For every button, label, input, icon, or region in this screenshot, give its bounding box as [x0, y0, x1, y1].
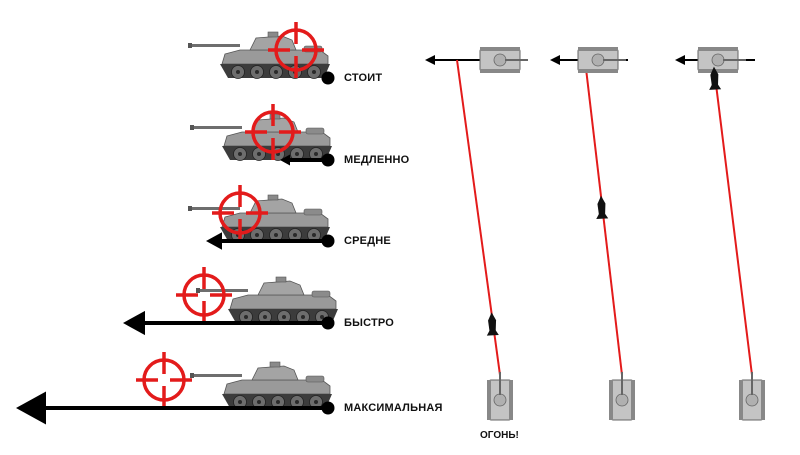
speed-arrow-1 — [280, 153, 335, 167]
tank-side-icon-4 — [190, 361, 332, 409]
shell-icon-0 — [486, 312, 499, 336]
speed-arrow-2 — [206, 232, 335, 250]
trajectory-line — [712, 59, 753, 376]
tank-top-view-icon-target-1 — [577, 47, 626, 73]
crosshair-icon-2 — [212, 185, 268, 241]
fire-label: ОГОНЬ! — [480, 430, 519, 441]
scenario-0 — [425, 55, 518, 376]
speed-label-stationary: СТОИТ — [344, 72, 383, 84]
speed-label-slow: МЕДЛЕННО — [344, 154, 410, 166]
speed-arrow-0 — [321, 71, 335, 85]
scenario-1 — [550, 55, 628, 376]
speed-arrow-4 — [16, 391, 335, 425]
crosshair-icon-1 — [245, 104, 301, 160]
crosshair-icon-4 — [136, 352, 192, 408]
tank-top-view-icon-shooter-2 — [739, 372, 765, 421]
tank-side-icon-3 — [196, 276, 338, 324]
shell-icon-2 — [709, 66, 722, 90]
tank-side-icon-1 — [190, 113, 332, 161]
scenario-2 — [675, 55, 755, 376]
speed-label-fast: БЫСТРО — [344, 317, 395, 329]
shell-icon-1 — [596, 195, 609, 220]
speed-arrow-3 — [123, 310, 335, 336]
tank-top-view-icon-target-2 — [697, 47, 746, 73]
crosshair-icon-0 — [268, 22, 324, 78]
tank-top-view-icon-target-0 — [479, 47, 528, 73]
tank-side-icon-0 — [188, 31, 330, 79]
crosshair-icon-3 — [176, 267, 232, 323]
target-direction-head — [675, 55, 685, 65]
tank-top-view-icon-shooter-0 — [487, 372, 513, 421]
target-direction-head — [425, 55, 435, 65]
tank-top-view-icon-shooter-1 — [609, 372, 635, 421]
speed-label-max: МАКСИМАЛЬНАЯ — [344, 402, 443, 414]
target-direction-head — [550, 55, 560, 65]
speed-label-medium: СРЕДНЕ — [344, 235, 391, 247]
